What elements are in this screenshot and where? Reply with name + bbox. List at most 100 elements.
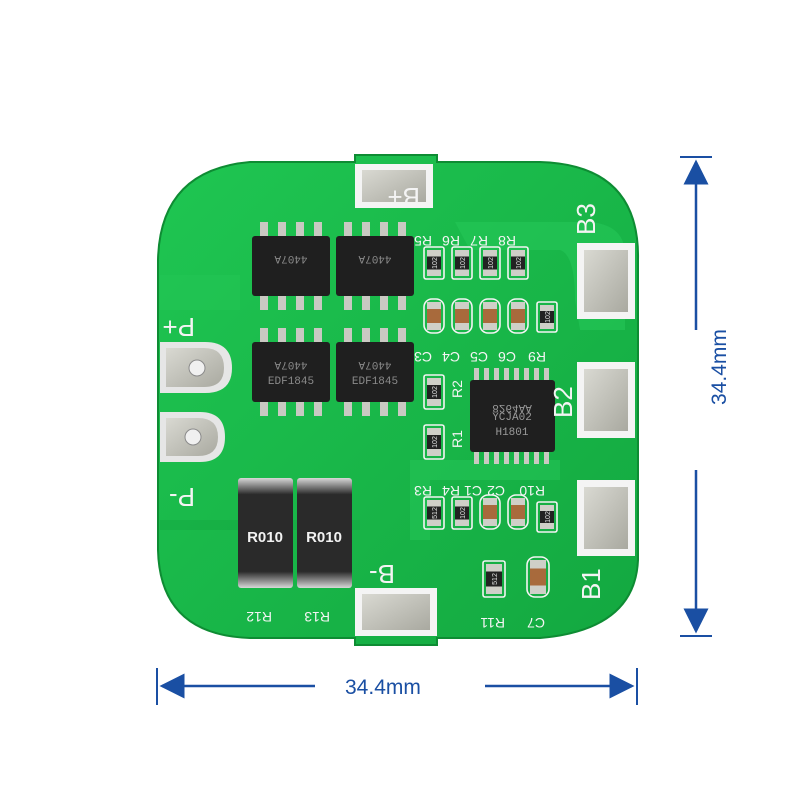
pad-p-plus	[160, 342, 232, 393]
ic-pin	[494, 450, 499, 464]
ic-marking-3: H1801	[495, 427, 528, 439]
capacitor-c5	[479, 298, 501, 334]
resistor-r2: 102	[423, 374, 445, 410]
ic-pin	[524, 368, 529, 382]
mosfet-marking-3: 4407A	[274, 358, 307, 370]
label-r3: R3	[414, 483, 432, 499]
label-r1: R1	[449, 430, 465, 448]
resistor-r5: 102	[423, 246, 445, 280]
ic-pin	[514, 368, 519, 382]
dimension-height	[680, 156, 712, 637]
label-r2: R2	[449, 380, 465, 398]
protection-ic: 8264AA YCJA02 H1801	[470, 368, 555, 464]
resistor-r9-code: 102	[545, 311, 552, 323]
label-p-plus: P+	[162, 312, 195, 342]
label-c1: C1	[464, 483, 482, 499]
mosfet-code-3: EDF1845	[268, 376, 314, 388]
ic-pin	[474, 368, 479, 382]
ic-pin	[514, 450, 519, 464]
pad-b3	[577, 243, 635, 319]
mosfet-chip-4: 4407A EDF1845	[336, 328, 414, 416]
resistor-r1: 102	[423, 424, 445, 460]
capacitor-c2	[507, 494, 529, 530]
label-r10: R10	[519, 483, 545, 499]
label-c5: C5	[470, 349, 488, 365]
label-c6: C6	[498, 349, 516, 365]
mosfet-marking-1: 4407A	[274, 252, 307, 264]
capacitor-c4	[451, 298, 473, 334]
pad-b-minus	[355, 588, 437, 636]
mosfet-marking-2: 4407A	[358, 252, 391, 264]
label-b1: B1	[576, 568, 606, 600]
ic-pin	[474, 450, 479, 464]
ic-pin	[534, 450, 539, 464]
resistor-r6-code: 102	[460, 257, 467, 269]
label-b-minus: B-	[369, 559, 395, 589]
ic-pin	[544, 368, 549, 382]
capacitor-c7	[526, 556, 550, 598]
label-c2: C2	[487, 483, 505, 499]
resistor-r11: 512	[482, 560, 506, 598]
ic-pin	[484, 368, 489, 382]
label-r12: R12	[246, 609, 272, 625]
resistor-r9: 102	[536, 301, 558, 333]
label-r7: R7	[470, 233, 488, 249]
pad-b1	[577, 480, 635, 556]
mosfet-marking-4: 4407A	[358, 358, 391, 370]
label-r4: R4	[442, 483, 460, 499]
pad-b2	[577, 362, 635, 438]
resistor-r1-code: 102	[432, 436, 439, 448]
ic-pin	[534, 368, 539, 382]
shunt-marking-right: R010	[306, 529, 342, 546]
dimension-width	[156, 668, 638, 705]
mosfet-chip-1: 4407A	[252, 222, 330, 310]
resistor-r6: 102	[451, 246, 473, 280]
resistor-r4-code: 102	[460, 507, 467, 519]
capacitor-c3	[423, 298, 445, 334]
label-c4: C4	[442, 349, 460, 365]
shunt-resistor-r12: R010	[238, 478, 293, 588]
mosfet-code-4: EDF1845	[352, 376, 398, 388]
copper-trace-lower	[410, 460, 560, 540]
ic-pin	[524, 450, 529, 464]
label-r9: R9	[528, 349, 546, 365]
resistor-r5-code: 102	[432, 257, 439, 269]
ic-marking-2: YCJA02	[492, 412, 532, 424]
ic-pin	[504, 368, 509, 382]
ic-pin	[484, 450, 489, 464]
label-r6: R6	[442, 233, 460, 249]
capacitor-c1	[479, 494, 501, 530]
resistor-r4: 102	[451, 496, 473, 530]
dimension-height-label: 34.4mm	[708, 329, 731, 405]
shunt-marking-left: R010	[247, 529, 283, 546]
ic-pin	[544, 450, 549, 464]
shunt-resistor-r13: R010	[297, 478, 352, 588]
resistor-r7-code: 102	[488, 257, 495, 269]
dimension-width-label: 34.4mm	[345, 676, 421, 699]
label-r5: R5	[414, 233, 432, 249]
label-b-plus: B+	[387, 182, 420, 212]
ic-marking-1: 8264AA	[492, 401, 532, 413]
resistor-r11-code: 512	[492, 573, 499, 585]
resistor-r2-code: 102	[432, 386, 439, 398]
resistor-r10-code: 102	[545, 511, 552, 523]
resistor-r7: 102	[479, 246, 501, 280]
resistor-r3-code: 512	[432, 507, 439, 519]
label-p-minus: P-	[169, 482, 195, 512]
pad-b-plus	[355, 164, 433, 208]
pad-p-minus	[160, 412, 225, 462]
resistor-r3: 512	[423, 496, 445, 530]
label-r13: R13	[304, 609, 330, 625]
label-b3: B3	[571, 203, 601, 235]
label-r11: R11	[480, 615, 505, 631]
resistor-r8-code: 102	[516, 257, 523, 269]
capacitor-c6	[507, 298, 529, 334]
ic-pin	[504, 450, 509, 464]
mosfet-chip-3: 4407A EDF1845	[252, 328, 330, 416]
label-b2: B2	[548, 386, 578, 418]
mosfet-chip-2: 4407A	[336, 222, 414, 310]
label-c3: C3	[414, 349, 432, 365]
resistor-r8: 102	[507, 246, 529, 280]
label-c7: C7	[527, 615, 545, 631]
